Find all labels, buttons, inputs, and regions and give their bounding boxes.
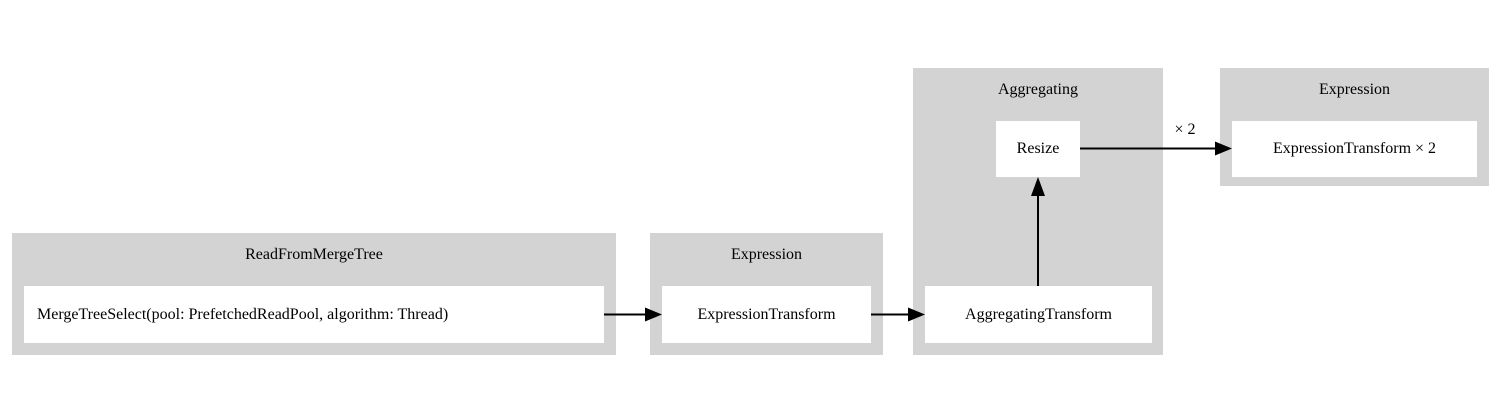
group-title-expression-1: Expression [730,246,803,263]
node-expression-transform-1[interactable]: ExpressionTransform [662,286,871,343]
node-merge-tree-select[interactable]: MergeTreeSelect(pool: PrefetchedReadPool… [24,286,604,343]
group-title-expression-2: Expression [1318,81,1391,98]
edge-label-resize-to-expression2: × 2 [1174,121,1196,138]
node-aggregating-transform[interactable]: AggregatingTransform [925,286,1152,343]
node-expression-transform-2[interactable]: ExpressionTransform × 2 [1232,121,1477,177]
group-title-aggregating: Aggregating [998,81,1078,98]
node-resize[interactable]: Resize [996,121,1080,177]
node-label-expression-transform-1: ExpressionTransform [697,305,836,323]
node-label-expression-transform-2: ExpressionTransform × 2 [1272,140,1437,157]
node-label-merge-tree-select: MergeTreeSelect(pool: PrefetchedReadPool… [37,305,449,323]
node-label-aggregating-transform: AggregatingTransform [965,305,1112,323]
group-title-read-from-merge-tree: ReadFromMergeTree [245,246,383,263]
node-label-resize: Resize [1016,140,1060,157]
